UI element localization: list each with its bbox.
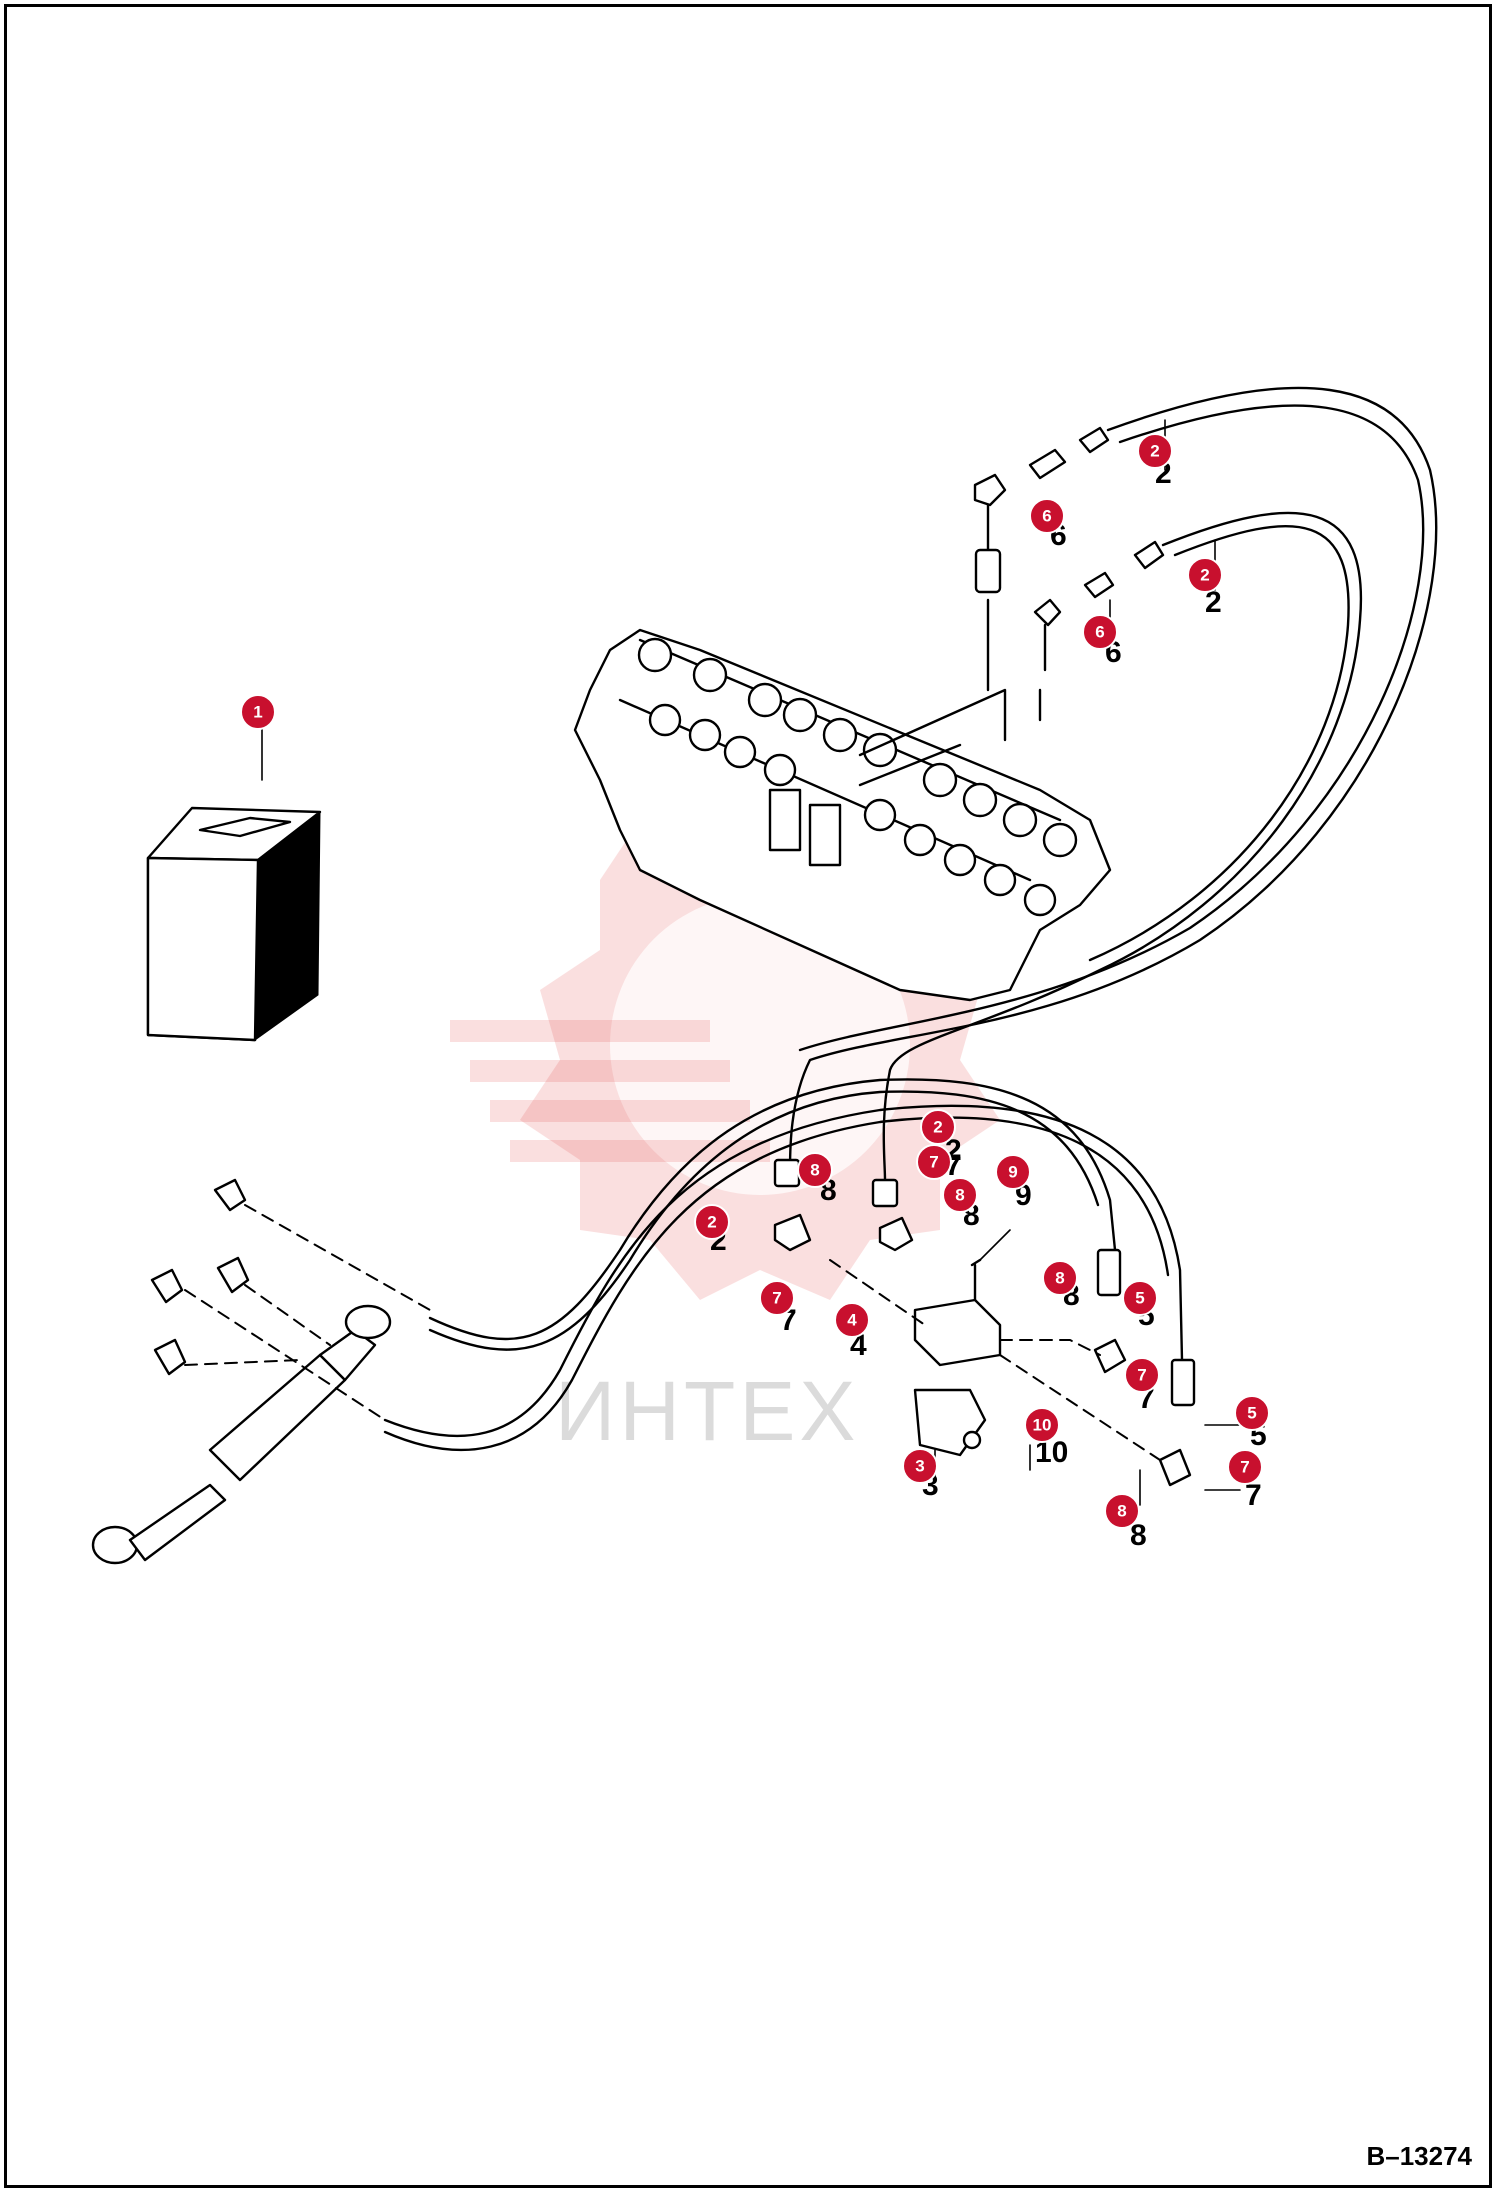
svg-text:5: 5 — [1247, 1404, 1256, 1423]
battery-box — [146, 806, 322, 1042]
cylinder-assembly — [91, 1178, 431, 1565]
figure-code: B–13274 — [1366, 2141, 1472, 2171]
svg-text:8: 8 — [810, 1161, 819, 1180]
item-number-8d: 8 — [1130, 1519, 1147, 1552]
callout-badge-10[interactable]: 10 — [1024, 1407, 1060, 1443]
svg-text:2: 2 — [1200, 566, 1209, 585]
callout-badge-7d[interactable]: 7 — [1227, 1449, 1263, 1485]
callout-badge-9[interactable]: 9 — [995, 1154, 1031, 1190]
callout-badge-6b[interactable]: 6 — [1082, 614, 1118, 650]
callout-badge-8b[interactable]: 8 — [942, 1177, 978, 1213]
callout-badge-7c[interactable]: 7 — [1124, 1357, 1160, 1393]
callout-badge-8c[interactable]: 8 — [1042, 1260, 1078, 1296]
item-number-7d: 7 — [1245, 1479, 1262, 1512]
callout-badge-7a[interactable]: 7 — [759, 1280, 795, 1316]
svg-text:1: 1 — [253, 703, 262, 722]
svg-text:8: 8 — [1055, 1269, 1064, 1288]
svg-text:2: 2 — [707, 1213, 716, 1232]
svg-text:2: 2 — [933, 1118, 942, 1137]
svg-text:4: 4 — [847, 1311, 857, 1330]
callout-badge-6a[interactable]: 6 — [1029, 498, 1065, 534]
callout-badge-8a[interactable]: 8 — [797, 1152, 833, 1188]
valve-ports — [637, 637, 1078, 917]
svg-text:9: 9 — [1008, 1163, 1017, 1182]
svg-text:10: 10 — [1033, 1416, 1052, 1435]
upper-fittings — [973, 426, 1165, 722]
lower-fittings — [773, 1158, 1196, 1487]
control-valve — [573, 628, 1112, 1002]
callout-badge-5b[interactable]: 5 — [1234, 1395, 1270, 1431]
svg-text:7: 7 — [929, 1153, 938, 1172]
item-number-2b: 2 — [1205, 586, 1222, 619]
svg-text:8: 8 — [1117, 1502, 1126, 1521]
callout-badge-5a[interactable]: 5 — [1122, 1280, 1158, 1316]
callout-badge-2b[interactable]: 2 — [1187, 557, 1223, 593]
callout-badge-8d[interactable]: 8 — [1104, 1493, 1140, 1529]
svg-text:7: 7 — [772, 1289, 781, 1308]
svg-text:6: 6 — [1042, 507, 1051, 526]
callout-badge-2c[interactable]: 2 — [920, 1109, 956, 1145]
callout-badge-3[interactable]: 3 — [902, 1448, 938, 1484]
callout-badge-7b[interactable]: 7 — [916, 1144, 952, 1180]
svg-text:2: 2 — [1150, 442, 1159, 461]
svg-text:7: 7 — [1240, 1458, 1249, 1477]
svg-text:7: 7 — [1137, 1366, 1146, 1385]
svg-text:3: 3 — [915, 1457, 924, 1476]
svg-text:5: 5 — [1135, 1289, 1144, 1308]
callout-badges: 1 2 2 2 2 3 4 5 — [240, 433, 1270, 1529]
watermark-text: ИНТЕХ — [555, 1364, 859, 1458]
svg-text:6: 6 — [1095, 623, 1104, 642]
svg-text:8: 8 — [955, 1186, 964, 1205]
hose-lines — [383, 386, 1438, 1452]
callout-badge-1[interactable]: 1 — [240, 694, 276, 730]
callout-badge-2a[interactable]: 2 — [1137, 433, 1173, 469]
callout-badge-2d[interactable]: 2 — [694, 1204, 730, 1240]
callout-badge-4[interactable]: 4 — [834, 1302, 870, 1338]
